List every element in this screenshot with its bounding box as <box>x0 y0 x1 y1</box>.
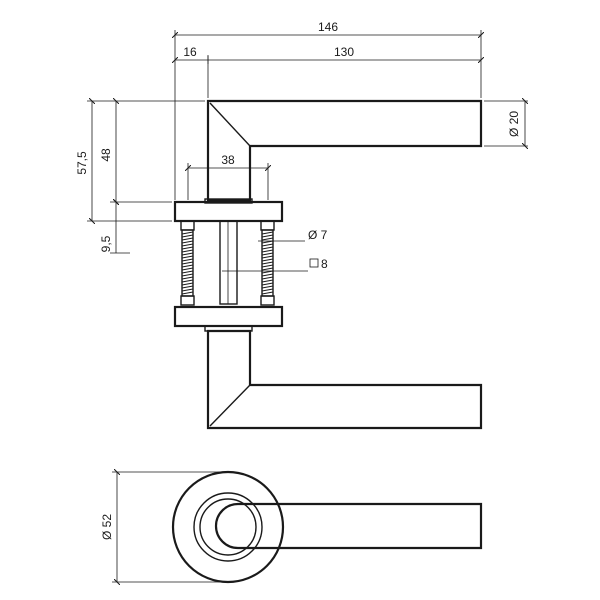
lower-lever-bevel <box>209 384 251 427</box>
upper-lever-bevel <box>209 102 251 147</box>
lever-length-label: 130 <box>334 45 354 59</box>
thread-line <box>261 258 274 262</box>
rose-offset-label: 16 <box>183 45 197 59</box>
thread-line <box>261 267 274 271</box>
square-symbol-icon <box>309 258 319 268</box>
right-screw-nut-top <box>260 220 275 231</box>
thread-line <box>261 249 274 253</box>
thread-line <box>261 288 274 292</box>
thread-line <box>181 237 194 241</box>
thread-line <box>181 285 194 289</box>
side-view-dimensions: 146 16 130 Ø 20 57,5 48 9,5 38 <box>75 20 528 272</box>
right-screw-nut-bottom <box>260 295 275 306</box>
thread-line <box>261 279 274 283</box>
thread-line <box>181 261 194 265</box>
lower-rose-plate <box>173 305 284 328</box>
thread-line <box>181 255 194 259</box>
thread-line <box>181 249 194 253</box>
thread-line <box>261 264 274 268</box>
lever-height-label: 48 <box>99 148 113 162</box>
thread-line <box>181 246 194 250</box>
left-screw-nut-bottom <box>180 295 195 306</box>
lever-top-outline <box>214 502 483 550</box>
thread-line <box>181 252 194 256</box>
thread-line <box>181 258 194 262</box>
thread-line <box>261 273 274 277</box>
thread-line <box>181 264 194 268</box>
overall-length-label: 146 <box>318 20 338 34</box>
rose-diameter-label: Ø 52 <box>100 514 114 540</box>
thread-line <box>181 234 194 238</box>
thread-line <box>261 243 274 247</box>
upper-rose-inner <box>204 198 253 204</box>
thread-line <box>261 282 274 286</box>
left-screw-threads <box>181 231 194 295</box>
thread-line <box>181 267 194 271</box>
thread-line <box>181 291 194 295</box>
overall-height-label: 57,5 <box>75 151 89 175</box>
thread-line <box>261 291 274 295</box>
upper-rose-plate <box>173 200 284 223</box>
thread-line <box>261 276 274 280</box>
thread-line <box>181 276 194 280</box>
thread-line <box>181 231 194 235</box>
thread-line <box>181 243 194 247</box>
right-screw <box>260 220 275 306</box>
thread-line <box>261 246 274 250</box>
thread-line <box>261 237 274 241</box>
upper-lever <box>206 99 483 202</box>
side-view <box>173 99 483 430</box>
thread-line <box>261 234 274 238</box>
screw-diameter-label: Ø 7 <box>308 228 328 242</box>
right-screw-threads <box>261 231 274 295</box>
rose-middle-circle <box>193 492 263 562</box>
spindle-square-label: 8 <box>321 257 328 271</box>
left-screw-nut-top <box>180 220 195 231</box>
thread-line <box>261 255 274 259</box>
rose-inner-circle <box>199 498 257 556</box>
thread-line <box>181 270 194 274</box>
thread-line <box>181 282 194 286</box>
rose-thickness-label: 9,5 <box>99 235 113 252</box>
screw-spacing-label: 38 <box>221 153 235 167</box>
lever-diameter-label: Ø 20 <box>507 111 521 137</box>
lower-lever <box>206 329 483 430</box>
rose-outer-circle <box>171 470 285 584</box>
thread-line <box>261 252 274 256</box>
thread-line <box>181 288 194 292</box>
thread-line <box>181 240 194 244</box>
top-view: Ø 52 <box>100 470 483 584</box>
thread-line <box>261 285 274 289</box>
thread-line <box>261 231 274 235</box>
left-screw <box>180 220 195 306</box>
thread-line <box>261 261 274 265</box>
thread-line <box>181 273 194 277</box>
thread-line <box>181 279 194 283</box>
spindle <box>219 220 238 305</box>
